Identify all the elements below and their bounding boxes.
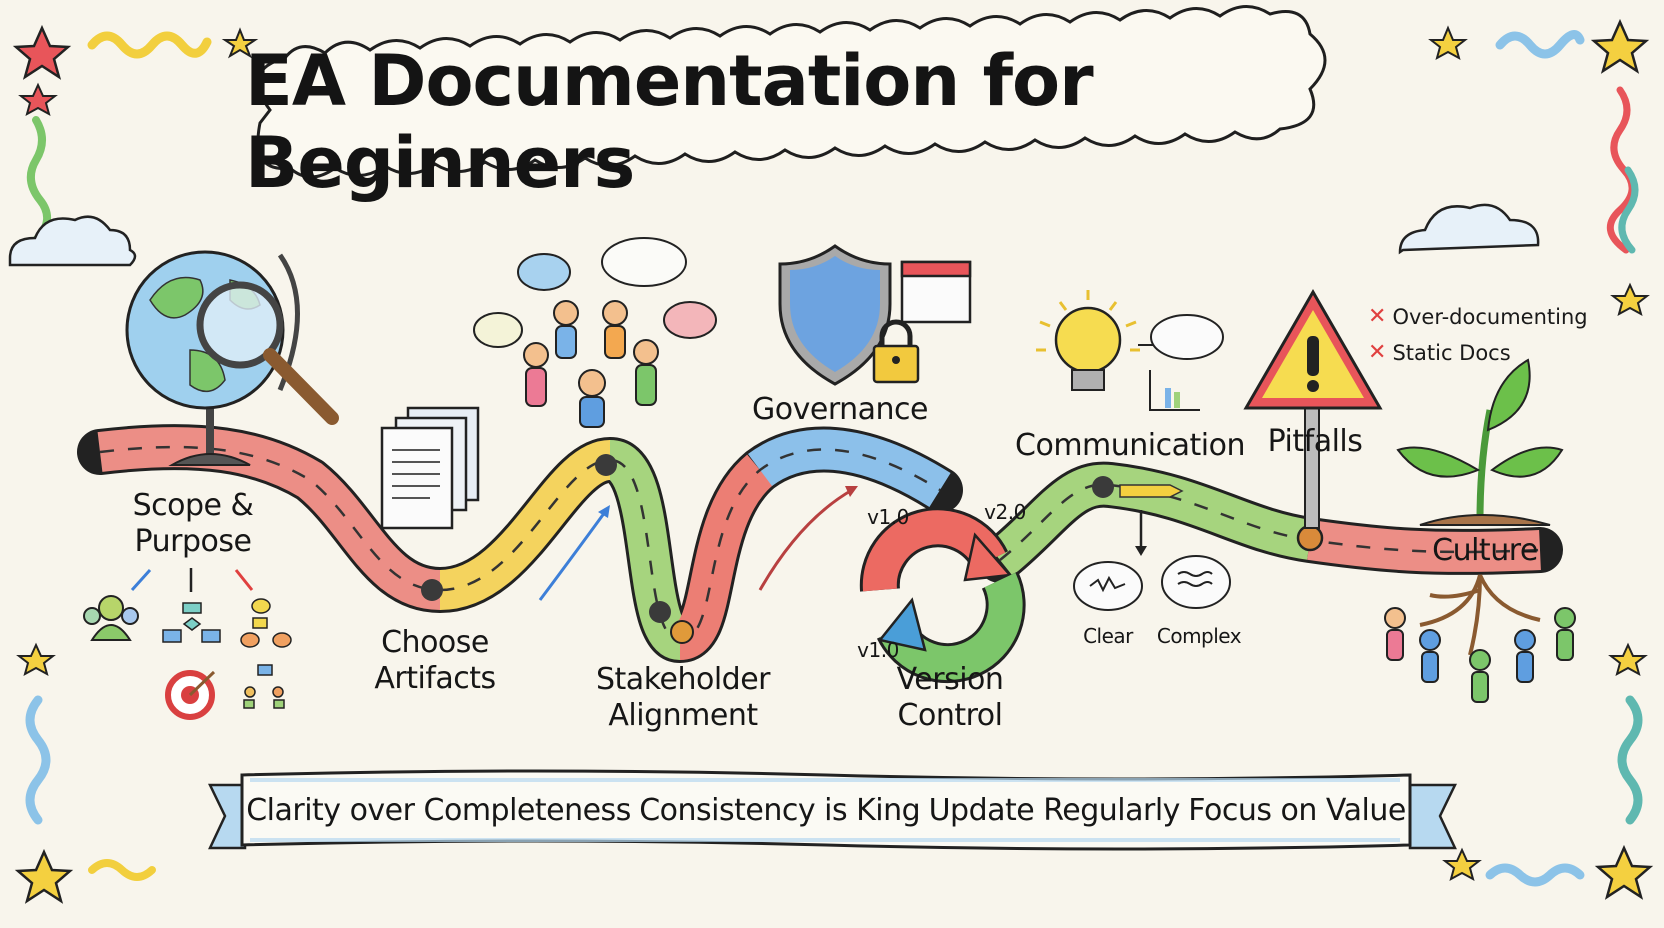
squiggle-decoration <box>25 30 1643 887</box>
pitfall-text: Static Docs <box>1392 340 1511 365</box>
step-label-communication: Communication <box>1010 428 1250 464</box>
pitfall-item: ✕ Static Docs <box>1368 340 1511 365</box>
principle-item: Focus on Value <box>1188 792 1406 828</box>
step-label-pitfalls: Pitfalls <box>1250 424 1380 460</box>
flowchart-icon <box>162 602 221 643</box>
documents-stack-icon <box>380 406 480 530</box>
label-line: Pitfalls <box>1267 424 1363 459</box>
org-chart-icon <box>240 598 292 648</box>
journey-road <box>77 424 1563 664</box>
label-line: Artifacts <box>374 661 496 696</box>
shield-lock-calendar-icon <box>778 244 972 386</box>
label-line: Version <box>896 662 1004 697</box>
label-line: Control <box>897 698 1003 733</box>
network-icon <box>243 664 285 709</box>
sprout-icon <box>1384 358 1576 703</box>
label-line: Alignment <box>608 698 758 733</box>
arrow-icon <box>758 488 853 591</box>
globe-magnifier-icon <box>125 250 339 466</box>
step-label-culture: Culture <box>1420 533 1550 569</box>
principle-item: Clarity over Completeness <box>246 792 631 828</box>
step-label-governance: Governance <box>740 392 940 428</box>
label-line: Stakeholder <box>596 662 771 697</box>
cycle-arrows-icon <box>859 507 1026 684</box>
x-mark-icon: ✕ <box>1368 340 1387 365</box>
pitfall-item: ✕ Over-documenting <box>1368 304 1588 329</box>
page-title: EA Documentation for Beginners <box>245 40 1094 204</box>
principles-banner: Clarity over Completeness Consistency is… <box>242 775 1410 845</box>
star-icon <box>12 18 1654 904</box>
target-icon <box>165 670 216 720</box>
version-label-v2: v2.0 <box>984 500 1026 524</box>
label-line: Purpose <box>134 524 252 559</box>
x-mark-icon: ✕ <box>1368 304 1387 329</box>
version-label-v1-top: v1.0 <box>867 505 909 529</box>
speech-bubble-icon <box>1073 555 1231 611</box>
scope-icons <box>83 568 292 720</box>
label-line: Communication <box>1015 428 1245 463</box>
label-line: Culture <box>1432 533 1538 568</box>
people-circle-icon <box>473 237 717 428</box>
pitfall-text: Over-documenting <box>1392 304 1588 329</box>
warning-sign-icon <box>1243 289 1383 529</box>
label-line: Choose <box>381 625 489 660</box>
version-label-v1-bottom: v1.0 <box>857 638 899 662</box>
title-banner: EA Documentation for Beginners <box>245 40 1405 204</box>
arrow-icon <box>538 511 607 601</box>
principle-item: Update Regularly <box>928 792 1181 828</box>
step-label-artifacts: Choose Artifacts <box>360 625 510 697</box>
example-complex: Complex <box>1156 624 1242 648</box>
lightbulb-icon <box>1036 290 1224 411</box>
people-group-icon <box>83 595 139 641</box>
principles-ribbon <box>208 769 1457 851</box>
example-clear: Clear <box>1083 624 1133 648</box>
principle-item: Consistency is King <box>639 792 921 828</box>
step-label-stakeholder: Stakeholder Alignment <box>578 662 788 734</box>
label-line: Scope & <box>132 488 254 523</box>
title-cloud <box>256 5 1327 179</box>
cloud-decoration <box>8 203 1540 267</box>
label-line: Governance <box>752 392 928 427</box>
step-label-version: Version Control <box>875 662 1025 734</box>
step-label-scope: Scope & Purpose <box>118 488 268 560</box>
